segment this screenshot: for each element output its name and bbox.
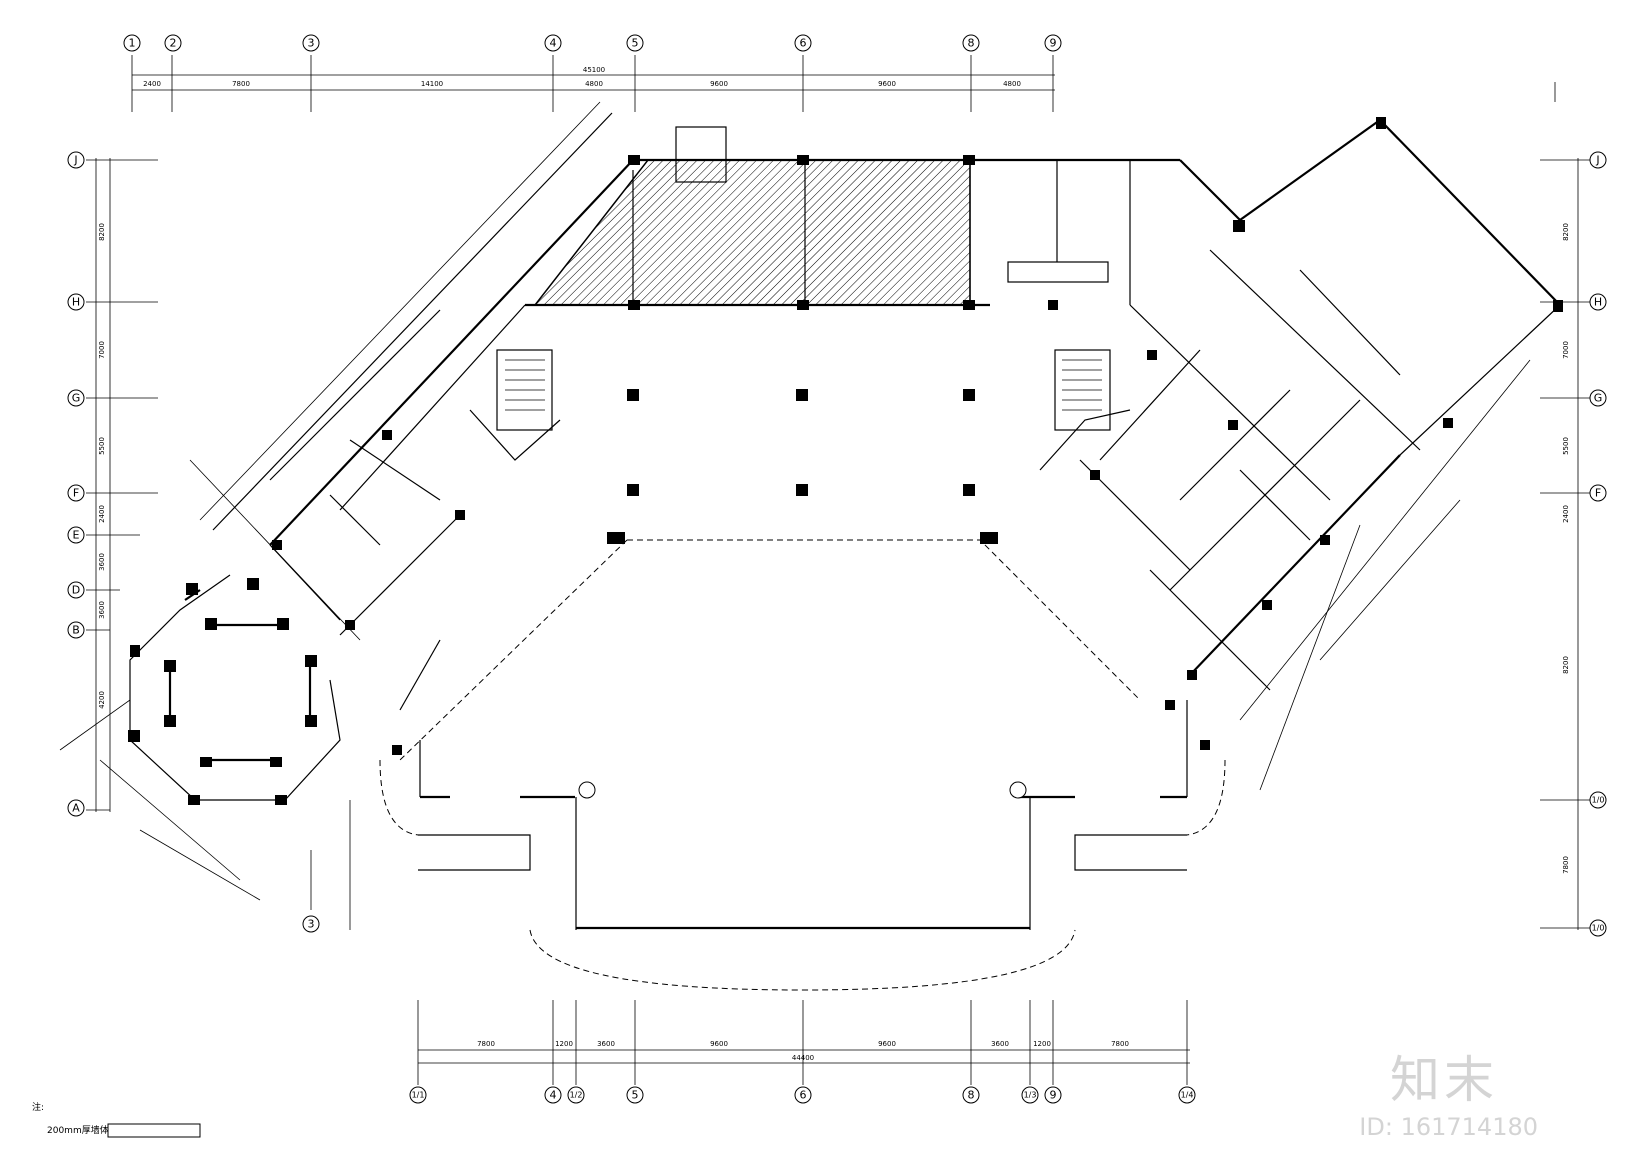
axis-3-marker: 3 [302, 800, 351, 933]
left-dim-4: 3600 [98, 553, 106, 571]
hatched-service-zone [525, 126, 1180, 310]
top-axis-5: 5 [632, 37, 639, 50]
right-dim-2: 5500 [1562, 437, 1570, 455]
bottom-dim-5: 3600 [991, 1040, 1009, 1048]
entry-area [379, 700, 1226, 991]
left-axis-E: E [73, 529, 80, 542]
legend-text: 200mm厚墙体 [47, 1124, 109, 1136]
bottom-axis-8: 8 [968, 1089, 975, 1102]
left-axis-J: J [73, 154, 77, 167]
top-dim-total: 45100 [583, 66, 605, 74]
left-axis-F: F [73, 487, 79, 500]
left-axis-G: G [72, 392, 81, 405]
top-axis-4: 4 [550, 37, 557, 50]
watermark-id: ID: 161714180 [1359, 1113, 1538, 1141]
right-axis-H: H [1594, 296, 1602, 309]
legend-wall-swatch [107, 1123, 201, 1138]
top-dim-6: 4800 [1003, 80, 1021, 88]
bottom-dimension-chain: 7800 1200 3600 9600 9600 3600 1200 7800 … [409, 1000, 1196, 1104]
notes-legend: 注: 200mm厚墙体 [32, 1101, 201, 1138]
right-diagonal-wing [1039, 117, 1563, 791]
bottom-axis-1-4: 1/4 [1181, 1091, 1194, 1100]
bottom-axis-1-1: 1/1 [412, 1091, 425, 1100]
top-dim-4: 9600 [710, 80, 728, 88]
top-dimension-chain: 2400 7800 14100 4800 9600 9600 4800 4510… [131, 55, 1055, 112]
left-dim-1: 7000 [98, 341, 106, 359]
right-axis-F: F [1595, 487, 1601, 500]
bottom-dim-0: 7800 [477, 1040, 495, 1048]
watermark-brand: 知末 [1390, 1051, 1498, 1109]
bottom-axis-1-3: 1/3 [1024, 1091, 1037, 1100]
bottom-axis-4: 4 [550, 1089, 557, 1102]
bottom-dim-6: 1200 [1033, 1040, 1051, 1048]
bottom-axis-6: 6 [800, 1089, 807, 1102]
left-dim-5: 3600 [98, 601, 106, 619]
right-dim-5: 7800 [1562, 856, 1570, 874]
right-dim-4: 8200 [1562, 656, 1570, 674]
top-dim-2: 14100 [421, 80, 443, 88]
left-diagonal-wing [59, 101, 634, 901]
axis-3-label: 3 [308, 918, 315, 931]
left-dim-6: 4200 [98, 691, 106, 709]
left-dimension-chain: 8200 7000 5500 2400 3600 3600 4200 J H G… [67, 151, 158, 817]
top-axis-6: 6 [800, 37, 807, 50]
bottom-axis-9: 9 [1050, 1089, 1057, 1102]
bottom-dim-2: 3600 [597, 1040, 615, 1048]
top-dim-5: 9600 [878, 80, 896, 88]
bottom-axis-5: 5 [632, 1089, 639, 1102]
right-dim-0: 8200 [1562, 223, 1570, 241]
left-axis-D: D [72, 584, 80, 597]
top-axis-9: 9 [1050, 37, 1057, 50]
right-dim-3: 2400 [1562, 505, 1570, 523]
bottom-dim-7: 7800 [1111, 1040, 1129, 1048]
top-axis-bubbles: 1 2 3 4 5 6 8 9 [123, 34, 1062, 52]
right-axis-1-0a: 1/0 [1592, 796, 1605, 805]
top-axis-8: 8 [968, 37, 975, 50]
left-axis-B: B [72, 624, 80, 637]
right-axis-J: J [1595, 154, 1599, 167]
note-label: 注: [32, 1101, 44, 1113]
top-axis-1: 1 [129, 37, 136, 50]
bottom-dim-3: 9600 [710, 1040, 728, 1048]
left-axis-H: H [72, 296, 80, 309]
left-dim-2: 5500 [98, 437, 106, 455]
right-dimension-chain: 8200 7000 5500 2400 8200 7800 J H G F 1/… [1540, 151, 1607, 937]
bottom-dim-1: 1200 [555, 1040, 573, 1048]
right-axis-1-0b: 1/0 [1592, 924, 1605, 933]
left-axis-A: A [72, 802, 80, 815]
top-axis-3: 3 [308, 37, 315, 50]
top-dim-3: 4800 [585, 80, 603, 88]
left-dim-3: 2400 [98, 505, 106, 523]
octagonal-lobby [128, 574, 341, 805]
top-dim-1: 7800 [232, 80, 250, 88]
bottom-dim-total: 44400 [792, 1054, 814, 1062]
bottom-axis-1-2: 1/2 [570, 1091, 583, 1100]
right-dim-1: 7000 [1562, 341, 1570, 359]
right-axis-G: G [1594, 392, 1603, 405]
bottom-dim-4: 9600 [878, 1040, 896, 1048]
top-axis-2: 2 [170, 37, 177, 50]
left-dim-0: 8200 [98, 223, 106, 241]
main-hall [399, 389, 1141, 761]
top-dim-0: 2400 [143, 80, 161, 88]
